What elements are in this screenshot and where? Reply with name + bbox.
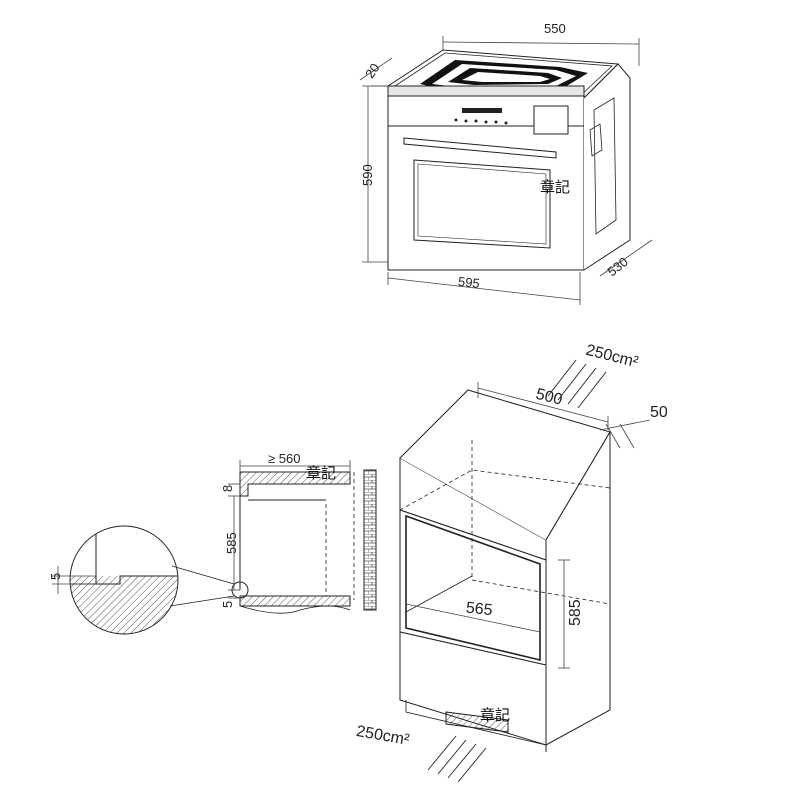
section-dimensions: [228, 460, 351, 599]
vent-arrows-bottom: [427, 735, 487, 783]
section-dimension-labels: ≥ 560 8 585 5: [220, 451, 300, 608]
vent-top-label: 250cm²: [584, 342, 641, 372]
niche-height-label: 585: [567, 599, 584, 626]
watermark-text: 章記: [306, 464, 336, 482]
vent-bottom-label: 250cm²: [355, 723, 411, 749]
section-height-label: 585: [224, 532, 239, 554]
min-width-label: ≥ 560: [268, 451, 300, 466]
rear-gap-label: 50: [650, 404, 668, 421]
detail-view: 5: [48, 525, 235, 635]
watermark-text: 章記: [480, 706, 510, 724]
watermark-text: 章記: [540, 178, 570, 196]
oven-drawing: [386, 49, 631, 271]
cabinet-drawing: [399, 389, 611, 752]
oven-width-front-label: 595: [457, 274, 480, 291]
bottom-gap-label: 5: [220, 601, 235, 608]
cabinet-dimensions: [405, 382, 651, 669]
top-thickness-label: 8: [220, 485, 235, 492]
niche-width-label: 565: [465, 600, 493, 620]
oven-front-thickness-label: 20: [362, 60, 383, 80]
cabinet-depth-label: 500: [534, 386, 564, 409]
vent-arrows-top: [547, 359, 607, 409]
section-drawing: [231, 469, 377, 614]
oven-width-top-label: 550: [544, 21, 566, 36]
oven-height-label: 590: [360, 164, 375, 186]
detail-gap-label: 5: [48, 573, 63, 580]
oven-dimension-labels: 550 20 590 595 530: [360, 21, 631, 291]
oven-dimensions: [359, 36, 653, 305]
